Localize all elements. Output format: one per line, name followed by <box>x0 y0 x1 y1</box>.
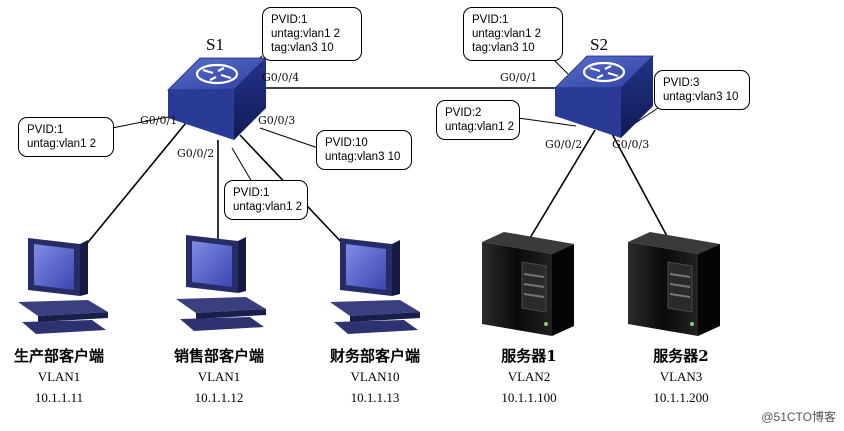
switch-s2-icon <box>554 55 654 138</box>
host-ip: 10.1.1.13 <box>350 390 400 405</box>
host-vlan: VLAN1 <box>37 369 81 384</box>
host-ip: 10.1.1.100 <box>501 390 557 405</box>
port-label-s2-g003: G0/0/3 <box>612 138 649 151</box>
server-icon <box>482 232 574 336</box>
callout-s2-g001: PVID:1 untag:vlan1 2 tag:vlan3 10 <box>463 7 563 61</box>
host-caption: 生产部客户端 VLAN1 10.1.1.11 <box>0 346 118 408</box>
callout-s2-g002: PVID:2 untag:vlan1 2 <box>436 100 520 140</box>
pc-icon <box>330 238 420 334</box>
host-caption: 服务器2 VLAN3 10.1.1.200 <box>622 346 740 408</box>
callout-s2-g003: PVID:3 untag:vlan3 10 <box>654 70 750 110</box>
port-label-s1-g002: G0/0/2 <box>177 147 214 160</box>
pointer-s1-g003 <box>259 127 319 149</box>
link-s2-server1 <box>529 129 596 239</box>
server-icon <box>628 232 720 336</box>
link-s1-host1 <box>79 117 191 253</box>
callout-s1-g002: PVID:1 untag:vlan1 2 <box>224 180 308 220</box>
host-vlan: VLAN2 <box>507 369 551 384</box>
host-vlan: VLAN10 <box>350 369 400 384</box>
port-label-s2-g002: G0/0/2 <box>545 138 582 151</box>
host-caption: 销售部客户端 VLAN1 10.1.1.12 <box>160 346 278 408</box>
switch-s1-label: S1 <box>206 35 224 54</box>
host-ip: 10.1.1.12 <box>194 390 244 405</box>
host-name: 服务器2 <box>653 347 709 365</box>
host-vlan: VLAN3 <box>659 369 703 384</box>
host-name: 服务器1 <box>501 347 557 365</box>
host-name: 财务部客户端 <box>329 347 420 365</box>
host-name: 销售部客户端 <box>173 347 264 365</box>
host-vlan: VLAN1 <box>197 369 241 384</box>
callout-s1-g001: PVID:1 untag:vlan1 2 <box>18 117 114 157</box>
link-s2-server2 <box>609 129 669 239</box>
pc-icon <box>18 238 108 334</box>
pointer-s2-g002 <box>517 117 577 127</box>
port-label-s1-g004: G0/0/4 <box>262 71 299 84</box>
callout-s1-g004: PVID:1 untag:vlan1 2 tag:vlan3 10 <box>262 7 362 61</box>
pointer-s1-g001 <box>111 114 179 129</box>
callout-s1-g003: PVID:10 untag:vlan3 10 <box>316 130 412 170</box>
host-name: 生产部客户端 <box>13 347 104 365</box>
host-ip: 10.1.1.200 <box>653 390 709 405</box>
port-label-s2-g001: G0/0/1 <box>500 71 537 84</box>
pointer-s1-g002 <box>231 147 253 183</box>
port-label-s1-g001: G0/0/1 <box>140 114 177 127</box>
pc-icon <box>176 235 266 331</box>
switch-s1-icon <box>167 57 267 140</box>
host-caption: 服务器1 VLAN2 10.1.1.100 <box>470 346 588 408</box>
host-ip: 10.1.1.11 <box>34 390 84 405</box>
watermark: @51CTO博客 <box>761 410 836 424</box>
host-caption: 财务部客户端 VLAN10 10.1.1.13 <box>316 346 434 408</box>
switch-s2-label: S2 <box>590 35 608 54</box>
port-label-s1-g003: G0/0/3 <box>258 114 295 127</box>
